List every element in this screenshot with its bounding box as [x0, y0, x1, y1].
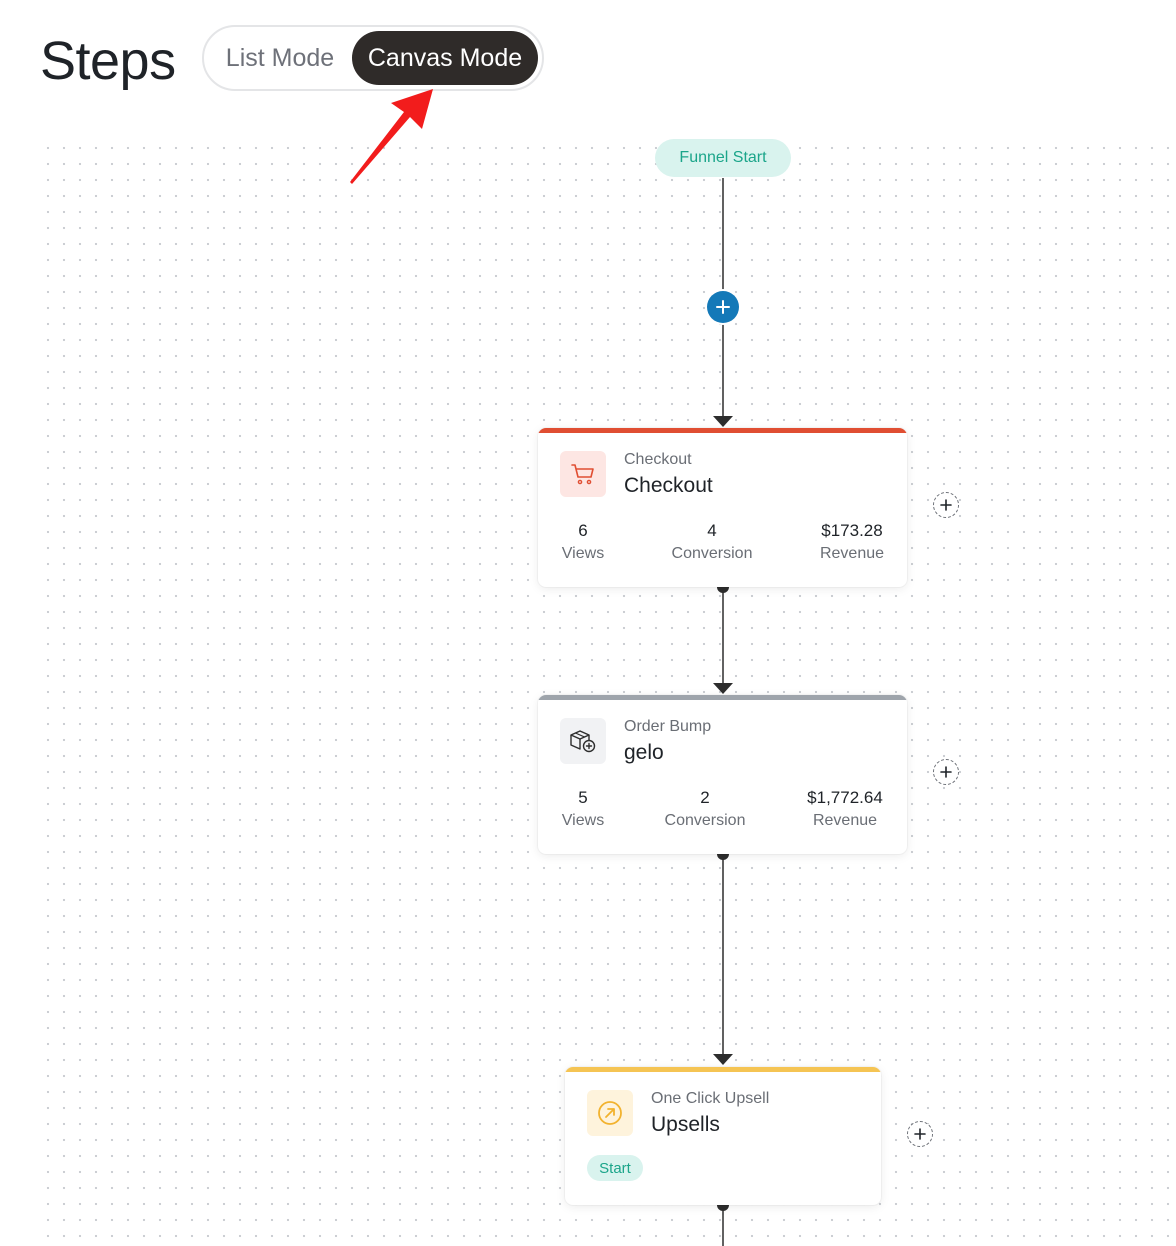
stat-conversion: 4 Conversion — [662, 520, 762, 566]
page-title: Steps — [40, 31, 176, 91]
list-mode-button[interactable]: List Mode — [225, 43, 335, 72]
stat-label: Revenue — [819, 545, 885, 562]
plus-icon — [940, 766, 952, 778]
stat-value: $1,772.64 — [807, 788, 883, 807]
stat-label: Views — [561, 812, 605, 829]
start-badge: Start — [587, 1155, 643, 1181]
mode-toggle: List Mode Canvas Mode — [202, 25, 544, 91]
stat-value: 6 — [578, 521, 588, 540]
stat-revenue: $1,772.64 Revenue — [796, 787, 894, 833]
stat-label: Conversion — [671, 545, 753, 562]
add-branch-button-order-bump[interactable] — [933, 759, 959, 785]
arrow-up-right-circle-icon — [587, 1090, 633, 1136]
plus-icon — [716, 300, 730, 314]
add-branch-button-checkout[interactable] — [933, 492, 959, 518]
stat-label: Views — [561, 545, 605, 562]
stat-label: Conversion — [664, 812, 746, 829]
stat-label: Revenue — [812, 812, 878, 829]
plus-icon — [914, 1128, 926, 1140]
stat-value: 4 — [707, 521, 717, 540]
stat-value: 5 — [578, 788, 588, 807]
stat-value: $173.28 — [821, 521, 883, 540]
cart-icon — [560, 451, 606, 497]
card-accent-bar — [538, 428, 907, 433]
step-name: Checkout — [624, 474, 713, 497]
stat-views: 6 Views — [553, 520, 613, 566]
step-card-checkout[interactable]: Checkout Checkout 6 Views 4 Conversion $… — [538, 428, 907, 587]
step-card-upsell[interactable]: One Click Upsell Upsells Start — [565, 1067, 881, 1205]
step-card-order-bump[interactable]: Order Bump gelo 5 Views 2 Conversion $1,… — [538, 695, 907, 854]
stat-value: 2 — [700, 788, 710, 807]
add-step-button[interactable] — [707, 291, 739, 323]
funnel-start-node[interactable]: Funnel Start — [655, 139, 791, 177]
step-type-label: Checkout — [624, 451, 692, 468]
add-branch-button-upsell[interactable] — [907, 1121, 933, 1147]
card-accent-bar — [565, 1067, 881, 1072]
canvas-mode-button[interactable]: Canvas Mode — [352, 31, 538, 85]
box-add-icon — [560, 718, 606, 764]
stat-views: 5 Views — [553, 787, 613, 833]
step-name: gelo — [624, 741, 664, 764]
step-type-label: Order Bump — [624, 718, 712, 735]
stat-conversion: 2 Conversion — [655, 787, 755, 833]
plus-icon — [940, 499, 952, 511]
funnel-canvas — [40, 140, 1176, 1246]
step-type-label: One Click Upsell — [651, 1090, 770, 1107]
step-name: Upsells — [651, 1113, 720, 1136]
stat-revenue: $173.28 Revenue — [806, 520, 898, 566]
card-accent-bar — [538, 695, 907, 700]
